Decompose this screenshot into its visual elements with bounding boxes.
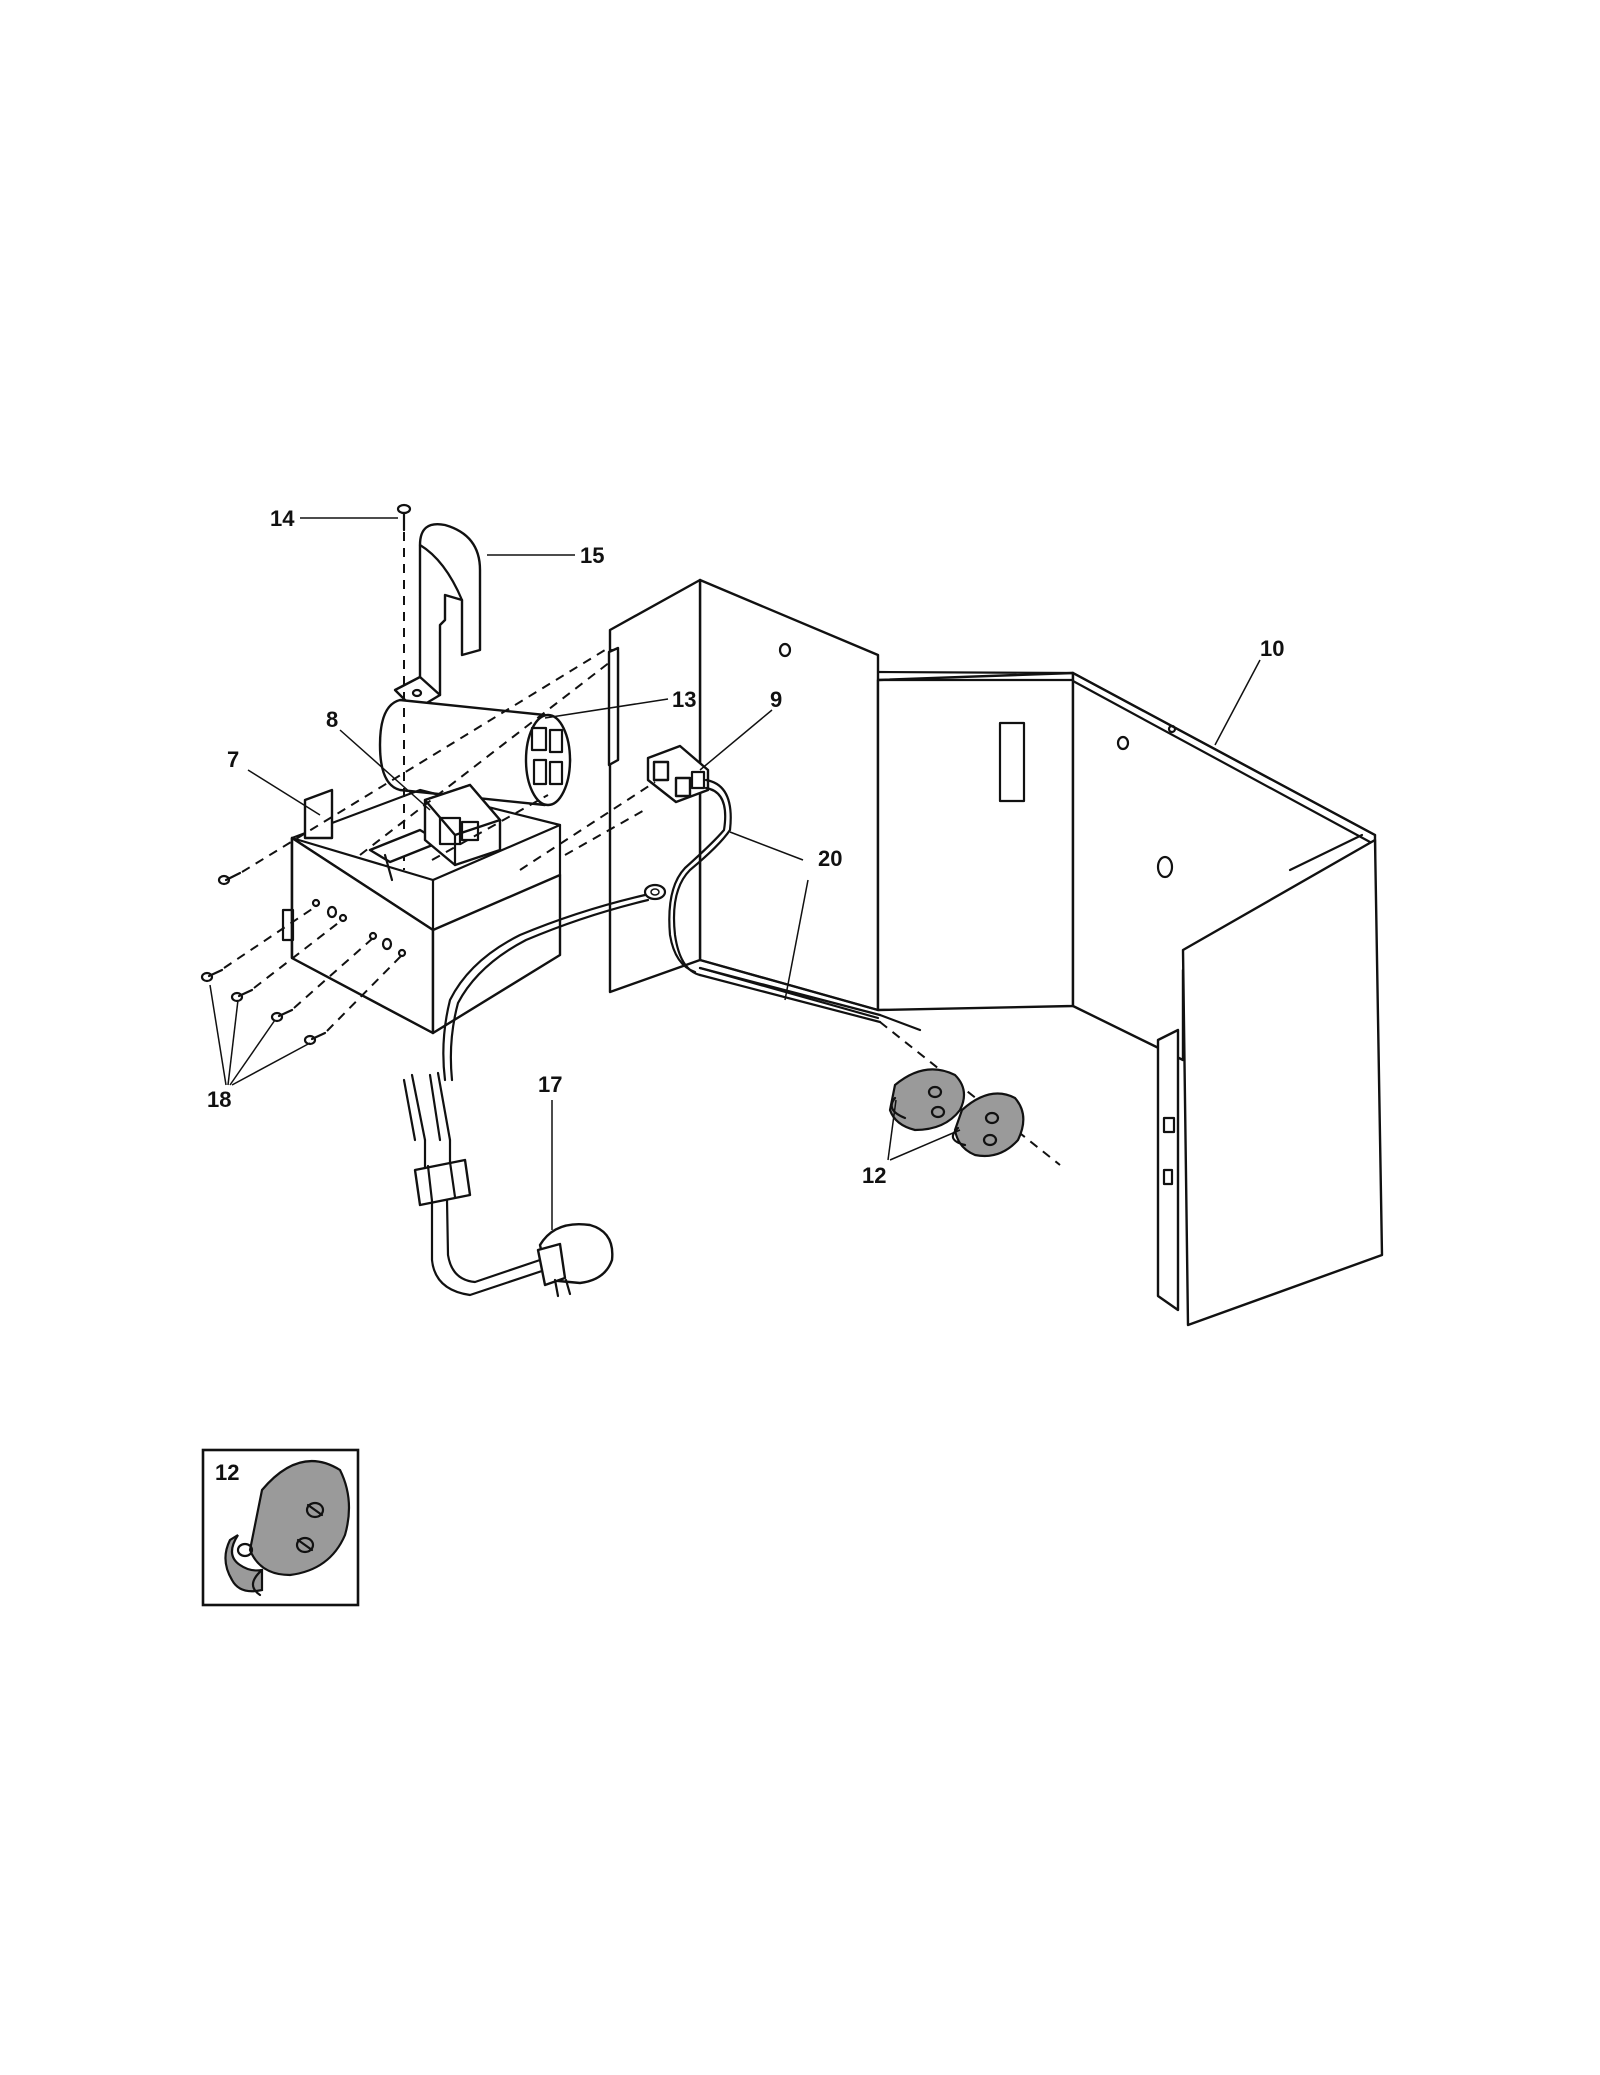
terminal-block-part-9 bbox=[646, 744, 710, 804]
hole bbox=[778, 642, 792, 658]
label-part-14: 14 bbox=[270, 506, 295, 531]
screw bbox=[217, 871, 242, 886]
screw bbox=[270, 1008, 294, 1023]
housing-front-right-panel bbox=[1181, 838, 1384, 1327]
relay-part-8 bbox=[423, 783, 502, 867]
grommet bbox=[951, 1092, 1025, 1158]
mounting-plate bbox=[607, 646, 620, 767]
screws-part-18 bbox=[200, 649, 606, 1046]
inset-label: 12 bbox=[215, 1460, 239, 1485]
inset-detail-part-12: 12 bbox=[201, 1448, 360, 1607]
screw bbox=[303, 1031, 327, 1046]
box-front-face bbox=[290, 836, 435, 1035]
screw bbox=[230, 988, 254, 1003]
wiring-part-20 bbox=[442, 778, 922, 1082]
power-cord-part-17 bbox=[402, 1071, 614, 1298]
screw-part-14 bbox=[396, 503, 412, 870]
leader-lines bbox=[209, 517, 1261, 1230]
label-part-8: 8 bbox=[326, 707, 338, 732]
hole bbox=[1156, 855, 1174, 879]
box-right-face bbox=[431, 873, 562, 1035]
label-part-10: 10 bbox=[1260, 636, 1284, 661]
label-part-12: 12 bbox=[862, 1163, 886, 1188]
capacitor-part-13 bbox=[378, 698, 572, 807]
housing-part-10 bbox=[608, 578, 1384, 1327]
capacitor-bracket-part-15 bbox=[393, 523, 482, 712]
label-part-15: 15 bbox=[580, 543, 604, 568]
grommets-part-12 bbox=[888, 1068, 1025, 1158]
control-box-part-7 bbox=[281, 788, 562, 1035]
label-part-20: 20 bbox=[818, 846, 842, 871]
label-part-18: 18 bbox=[207, 1087, 231, 1112]
label-part-9: 9 bbox=[770, 687, 782, 712]
grommet bbox=[888, 1068, 966, 1132]
label-part-7: 7 bbox=[227, 747, 239, 772]
housing-back-panel bbox=[876, 671, 1075, 1012]
label-part-13: 13 bbox=[672, 687, 696, 712]
screw bbox=[200, 968, 224, 983]
back-panel-slot bbox=[998, 721, 1026, 803]
hole bbox=[1116, 735, 1130, 751]
label-part-17: 17 bbox=[538, 1072, 562, 1097]
